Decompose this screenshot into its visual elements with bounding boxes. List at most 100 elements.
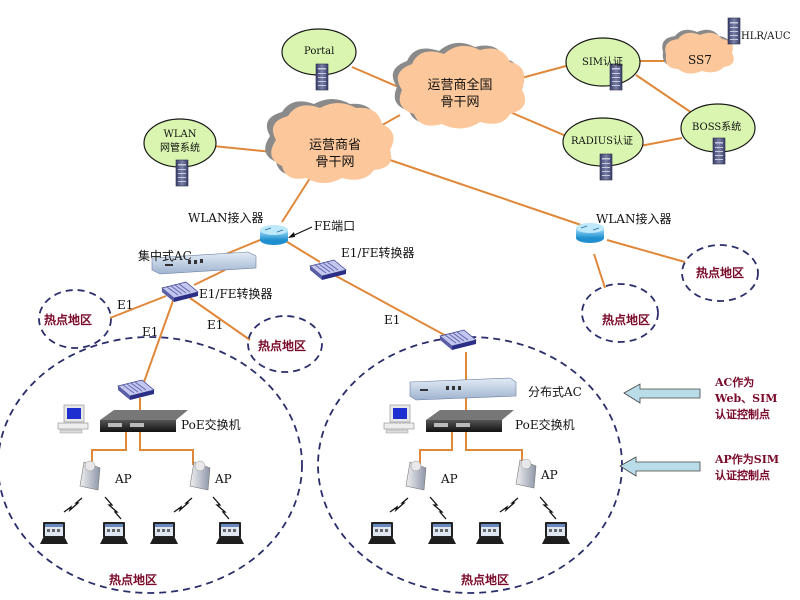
cloud-ss7-label: SS7 [688,53,712,67]
ap-control-line2: 认证控制点 [715,469,770,482]
link-wlan-e1fe-top [283,239,321,263]
ac-control-line3: 认证控制点 [715,408,770,421]
wireless-bolt-icon [173,497,193,513]
central-ac-device [151,251,257,275]
ap-label-3: AP [441,472,458,486]
link-wlan-right-hotspot2 [593,253,606,289]
boss-label: BOSS系统 [692,122,742,133]
hotspot-zone-right-bottom [581,283,659,343]
e1-label-4: E1 [384,313,401,327]
e1-label-1: E1 [117,298,134,312]
poe-right-label: PoE交换机 [515,418,575,432]
hotspot-zone-right-top [681,244,759,302]
hotspot-label-large-right: 热点地区 [461,573,510,587]
link-wlan-right-hotspot1 [606,239,686,263]
ac-control-line1: AC作为 [715,376,755,389]
arrow-left-icon [619,456,701,477]
wireless-bolt-icon [499,497,519,513]
hotspot-label-left: 热点地区 [44,313,93,327]
hotspot-label-mid: 热点地区 [258,339,307,353]
poe-switch-right [426,410,514,432]
e1fe-converter-zone-left-icon [117,379,155,401]
hotspot-zone-mid [247,315,323,373]
ap-icon-3 [405,460,427,491]
wlan-access-left-label: WLAN接入器 [188,211,264,225]
sim-auth-label: SIM认证 [582,57,624,68]
ap-control-line1: AP作为SIM [715,453,780,466]
link-provincial-wlan-right [389,159,585,227]
nms-server-icon [175,159,189,187]
ap-icon-4 [515,458,537,489]
poe-left-label: PoE交换机 [181,418,241,432]
wlan-nms-line2: 网管系统 [160,143,200,154]
wireless-bolt-icon [429,496,447,520]
fe-port-arrowhead [288,232,295,238]
pc-right-icon [383,404,415,434]
laptop-icon [100,522,128,544]
ap-label-1: AP [115,472,132,486]
wireless-bolt-icon [63,497,83,513]
arrow-left-icon [623,383,701,404]
ac-control-line2: Web、SIM [715,392,778,405]
laptop-icon [476,522,504,544]
laptop-icon [368,522,396,544]
ap-icon-2 [189,460,211,491]
cloud-national-line2: 骨干网 [440,95,480,110]
wireless-bolt-icon [539,496,557,520]
hotspot-zone-large-left [0,336,303,594]
link-poe-ap-left-2 [139,432,194,465]
radius-server-icon [599,153,613,181]
cloud-national [392,42,526,129]
hlr-server-icon [727,17,741,45]
e1fe-top-label: E1/FE转换器 [341,246,415,260]
e1fe-left-label: E1/FE转换器 [199,287,273,301]
wireless-bolt-icon [389,497,409,513]
e1-label-3: E1 [207,318,224,332]
fe-port-label: FE端口 [314,219,356,233]
laptop-icon [150,522,178,544]
cloud-provincial-label: 运营商省 骨干网 [295,137,375,171]
laptop-icon [40,522,68,544]
central-ac-label: 集中式AC [138,249,192,263]
ap-control-note: AP作为SIM 认证控制点 [715,452,779,484]
link-e1fe-top-zone-right [335,275,451,339]
e1fe-converter-top-icon [309,259,347,281]
cloud-provincial [265,99,394,183]
link-sim-boss [635,74,693,114]
hotspot-zone-large-right [317,336,623,594]
laptop-icon [542,522,570,544]
link-e1fe-hotspot-mid [189,297,251,341]
cloud-national-line1: 运营商全国 [427,78,493,93]
radius-auth-label: RADIUS认证 [571,136,633,147]
ac-control-note: AC作为 Web、SIM 认证控制点 [715,375,777,423]
e1fe-converter-zone-right-icon [439,329,477,351]
link-e1fe-hotspot-left [109,295,167,319]
link-poe-ap-left-1 [91,432,127,465]
wireless-bolt-icon [104,496,122,520]
hotspot-label-right-bottom: 热点地区 [602,313,651,327]
portal-label: Portal [304,46,335,57]
hlr-auc-label: HLR/AUC [741,31,791,42]
link-wlan-central-ac [225,237,266,255]
e1-label-2: E1 [142,325,159,339]
laptop-icon [428,522,456,544]
distributed-ac-device [409,377,517,401]
link-national-radius [509,111,567,137]
link-poe-ap-right-2 [465,432,523,465]
hotspot-zone-left [38,289,112,349]
link-poe-ap-right-1 [419,432,453,465]
distributed-ac-label: 分布式AC [528,385,582,399]
wlan-nms-label: WLAN 网管系统 [150,128,210,156]
hotspot-label-right-top: 热点地区 [696,266,745,280]
router-icon-left [260,225,288,245]
cloud-provincial-line1: 运营商省 [308,138,361,153]
pc-left-icon [57,404,89,434]
cloud-ss7 [662,29,734,74]
laptop-icon [216,522,244,544]
ap-label-4: AP [541,468,558,482]
link-e1fe-zone-left [143,297,175,383]
boss-server-icon [712,137,726,165]
link-provincial-wlan-left [281,174,313,223]
link-central-ac-e1fe [193,269,226,286]
